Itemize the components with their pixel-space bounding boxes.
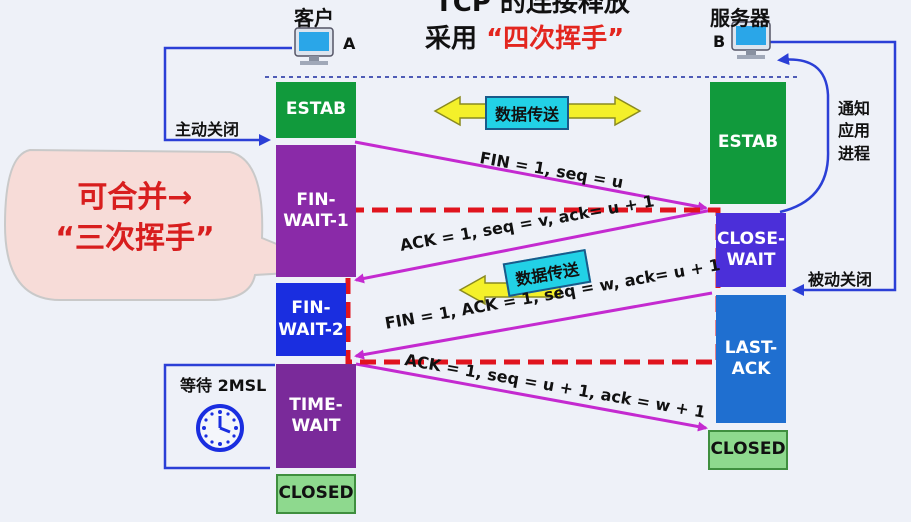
client-letter: A bbox=[343, 34, 356, 53]
client-close-line bbox=[163, 46, 292, 146]
data-transfer-label-top: 数据传送 bbox=[485, 96, 570, 130]
fin2-arrow bbox=[354, 291, 713, 360]
client-state-fin-wait-2: FIN- WAIT-2 bbox=[276, 283, 346, 356]
wait-2msl-loop bbox=[163, 363, 275, 470]
client-state-closed: CLOSED bbox=[276, 474, 356, 514]
client-state-estab: ESTAB bbox=[276, 82, 356, 138]
server-name: 服务器 bbox=[710, 6, 770, 30]
clock-icon bbox=[196, 404, 244, 452]
server-state-estab: ESTAB bbox=[710, 82, 786, 204]
notify-app-label: 通知 应用 进程 bbox=[838, 99, 871, 163]
client-state-fin-wait-1: FIN- WAIT-1 bbox=[276, 145, 356, 277]
fin1-arrow bbox=[354, 140, 708, 212]
client-state-time-wait: TIME- WAIT bbox=[276, 364, 356, 468]
ack1-arrow bbox=[354, 208, 713, 284]
client-computer-icon bbox=[294, 27, 334, 65]
title-line-2: 采用 “四次挥手” bbox=[425, 18, 624, 55]
title-line-1: TCP 的连接释放 bbox=[435, 0, 630, 18]
title-highlight: “四次挥手” bbox=[486, 24, 625, 54]
passive-close-label: 被动关闭 bbox=[808, 270, 873, 289]
server-state-closed: CLOSED bbox=[708, 430, 788, 470]
callout-text: 可合并→ “三次挥手” bbox=[55, 180, 215, 256]
wait-2msl-label: 等待 2MSL bbox=[180, 376, 267, 395]
server-close-line bbox=[770, 40, 897, 296]
callout-bubble bbox=[3, 148, 341, 301]
server-computer-icon bbox=[731, 21, 771, 59]
title-prefix: 采用 bbox=[425, 24, 478, 54]
notify-app-curve bbox=[777, 53, 830, 214]
server-letter: B bbox=[713, 32, 726, 51]
active-close-label: 主动关闭 bbox=[175, 120, 240, 139]
ack2-arrow bbox=[355, 362, 708, 432]
server-state-last-ack: LAST- ACK bbox=[716, 295, 786, 423]
client-name: 客户 bbox=[294, 6, 334, 30]
server-state-close-wait: CLOSE- WAIT bbox=[716, 213, 786, 287]
